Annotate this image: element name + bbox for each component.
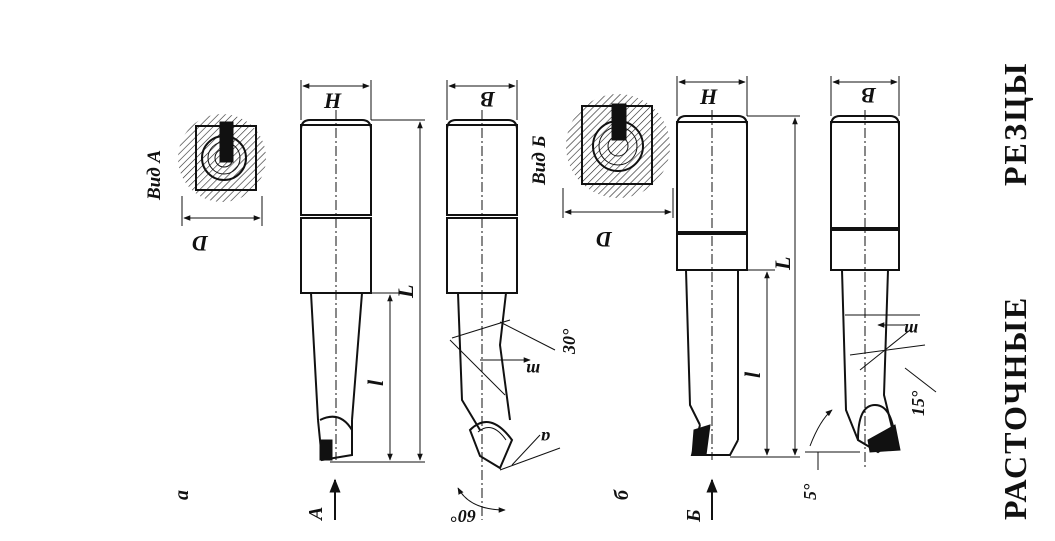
view-b-end-section (562, 94, 674, 218)
page-title-part-1: Расточные (997, 296, 1033, 520)
variant-a-mark: а (171, 490, 193, 500)
tool-a-dim-h: H (323, 88, 342, 113)
tool-a-dim-l: l (363, 379, 388, 386)
view-a-label: Вид А (144, 150, 165, 201)
tool-b-dim-b: B (861, 83, 877, 108)
tool-a-top-view (446, 80, 561, 520)
tool-a-dim-a: a (541, 428, 550, 448)
tool-b-dim-m: m (904, 320, 918, 340)
page-title-part-2: резцы (997, 62, 1033, 186)
tool-b-view-arrow: Б (683, 509, 705, 523)
tool-a-view-arrow: А (305, 507, 327, 522)
variant-b-mark: б (611, 489, 633, 500)
tool-b-dim-l: l (740, 371, 765, 378)
tool-b-angle-15: 15° (908, 390, 928, 416)
view-b-label: Вид Б (529, 136, 550, 187)
tool-b-dim-L: L (770, 257, 795, 271)
tool-a-dim-b: B (480, 87, 496, 112)
view-a-end-section (178, 114, 266, 226)
tool-b-top-view (805, 76, 937, 470)
tool-a-angle-60: 60° (450, 506, 476, 526)
view-a-dim-d: D (192, 231, 209, 256)
tool-a-angle-30: 30° (559, 328, 579, 355)
tool-b-angle-5: 5° (800, 483, 820, 500)
tool-b-dim-h: H (699, 84, 718, 109)
view-b-dim-d: D (596, 227, 613, 252)
tool-a-dim-m: m (526, 360, 540, 380)
tool-a-side-view (300, 80, 425, 520)
tool-b-side-view (676, 76, 800, 520)
tool-a-dim-L: L (393, 285, 418, 299)
